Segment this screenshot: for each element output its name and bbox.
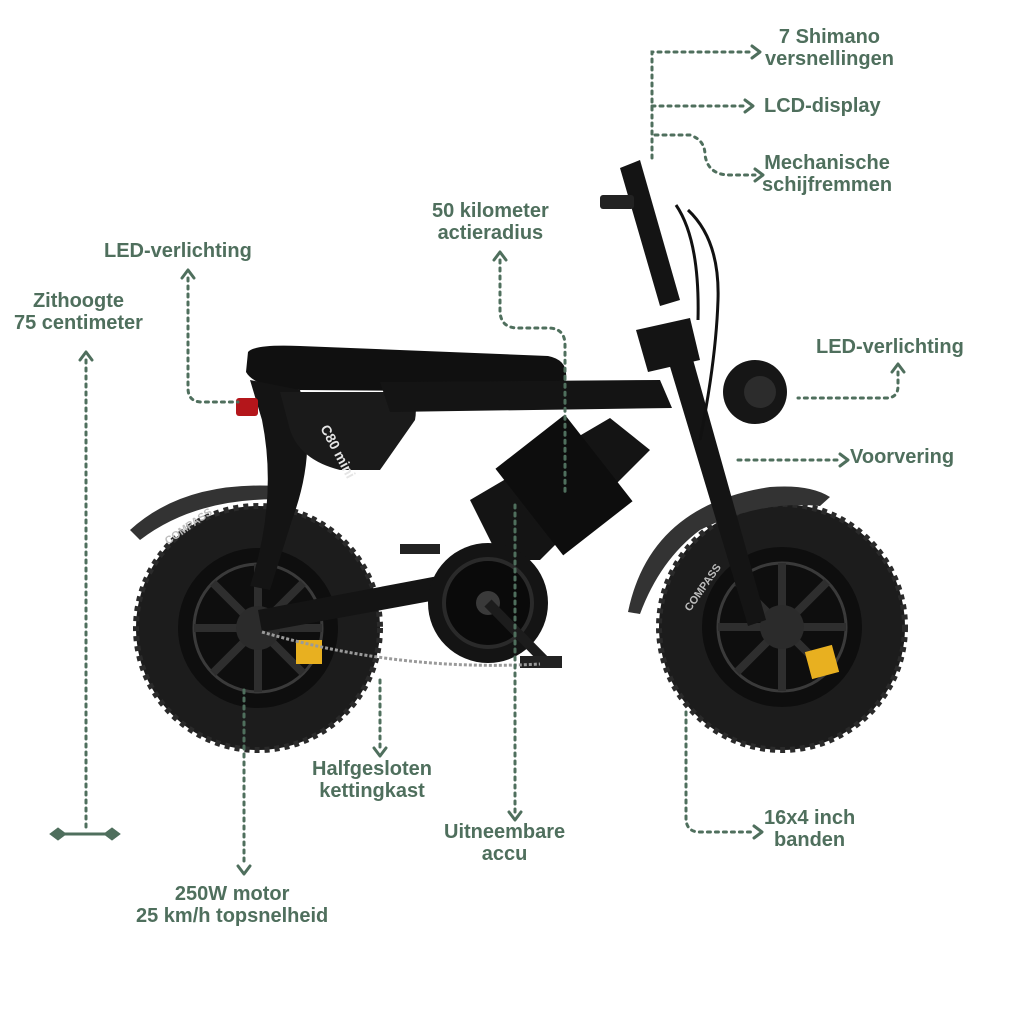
callout-seat-height-line2: 75 centimeter (14, 312, 143, 334)
callout-fork-suspension: Voorvering (850, 446, 954, 468)
lcd-unit (600, 195, 634, 209)
callout-chain-case: Halfgesloten kettingkast (312, 758, 432, 802)
callout-motor-line1: 250W motor (174, 883, 290, 905)
rear-wheel: COMPASS (133, 503, 383, 753)
callout-fork-line1: Voorvering (850, 446, 955, 468)
callout-battery-line2: accu (481, 843, 528, 865)
front-reflector (804, 644, 840, 680)
callout-brakes-line2: schijfremmen (762, 174, 893, 196)
callout-motor: 250W motor 25 km/h topsnelheid (136, 883, 328, 927)
seat-height-marker (49, 827, 121, 841)
callout-lines (84, 50, 900, 868)
callout-chain-case-line1: Halfgesloten (312, 758, 433, 780)
callout-shimano-gears: 7 Shimano versnellingen (765, 26, 894, 70)
rear-reflector (296, 640, 322, 664)
callout-range-line1: 50 kilometer (432, 200, 549, 222)
callout-battery-line1: Uitneembare (444, 821, 566, 843)
callout-chain-case-line2: kettingkast (319, 780, 425, 802)
callout-arrows (78, 44, 906, 876)
crankset (261, 543, 562, 668)
callout-led-rear-line1: LED-verlichting (104, 240, 252, 262)
callout-led-rear: LED-verlichting (104, 240, 252, 262)
callout-shimano-line2: versnellingen (765, 48, 894, 70)
callout-disc-brakes: Mechanische schijfremmen (762, 152, 892, 196)
pedal (520, 656, 562, 668)
callout-battery: Uitneembare accu (444, 821, 565, 865)
callout-tires-line2: banden (774, 829, 846, 851)
rear-mudguard (130, 485, 300, 540)
battery-pack (495, 414, 633, 556)
callout-range-line2: actieradius (437, 222, 544, 244)
callout-lcd-line1: LCD-display (764, 95, 881, 117)
rear-light (236, 398, 258, 416)
callout-tires: 16x4 inch banden (764, 807, 855, 851)
chain (261, 630, 541, 667)
callout-led-front: LED-verlichting (816, 336, 964, 358)
callout-brakes-line1: Mechanische (764, 152, 890, 174)
callout-seat-height-line1: Zithoogte (32, 290, 125, 312)
callout-led-front-line1: LED-verlichting (816, 336, 964, 358)
front-wheel: COMPASS (656, 501, 908, 753)
callout-seat-height: Zithoogte 75 centimeter (14, 290, 143, 334)
callout-lcd-display: LCD-display (764, 95, 881, 117)
callout-motor-line2: 25 km/h topsnelheid (136, 905, 329, 927)
callout-shimano-line1: 7 Shimano (778, 26, 881, 48)
callout-range: 50 kilometer actieradius (432, 200, 549, 244)
callout-tires-line1: 16x4 inch (764, 807, 856, 829)
bike-frame (236, 160, 787, 632)
